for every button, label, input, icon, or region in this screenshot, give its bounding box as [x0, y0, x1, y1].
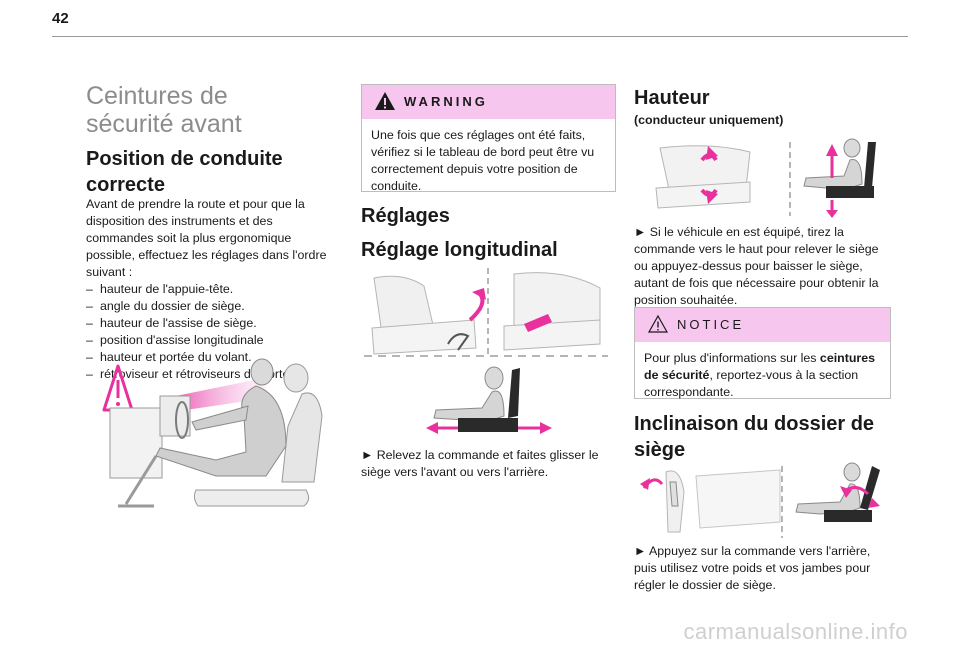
- section-heading-driving-position: Position de conduite correcte: [86, 148, 283, 196]
- site-watermark: carmanualsonline.info: [683, 619, 908, 644]
- longitudinal-caption: ► Relevez la commande et faites glisser …: [361, 448, 599, 479]
- notice-triangle-icon: [647, 314, 669, 333]
- list-item: angle du dossier de siège.: [86, 298, 336, 315]
- backrest-caption: ► Appuyez sur la commande vers l'arrière…: [634, 544, 871, 592]
- warning-triangle-icon: [375, 92, 395, 110]
- list-item: hauteur et portée du volant.: [86, 349, 336, 366]
- longitudinal-adjustment-illustration: [364, 268, 608, 434]
- warning-header: WARNING: [362, 85, 615, 119]
- height-caption: ► Si le véhicule en est équipé, tirez la…: [634, 225, 879, 307]
- warning-box: WARNING Une fois que ces réglages ont ét…: [361, 84, 616, 193]
- list-item: hauteur de l'appuie-tête.: [86, 281, 336, 298]
- height-adjustment-illustration: [655, 138, 876, 218]
- warning-label: WARNING: [404, 94, 488, 109]
- notice-box: NOTICE Pour plus d'informations sur les …: [634, 307, 891, 399]
- notice-link-seatbelts: ceintures de sécurité: [644, 351, 876, 382]
- warning-text: Une fois que ces réglages ont été faits,…: [371, 128, 595, 193]
- section-heading-backrest: Inclinaison du dossier de siège: [634, 413, 875, 461]
- list-item: hauteur de l'assise de siège.: [86, 315, 336, 332]
- backrest-adjustment-illustration: [640, 462, 880, 538]
- list-item: rétroviseur et rétroviseurs de porte.: [86, 366, 336, 383]
- driver-only-note: (conducteur uniquement): [634, 113, 784, 127]
- driving-position-text: Avant de prendre la route et pour que la…: [86, 196, 336, 383]
- page-number: 42: [52, 10, 69, 27]
- adjustment-order-list: hauteur de l'appuie-tête. angle du dossi…: [86, 281, 336, 383]
- section-heading-height: Hauteur: [634, 87, 710, 109]
- driving-position-illustration: [102, 358, 323, 508]
- section-heading-settings: Réglages: [361, 205, 450, 227]
- list-item: position d'assise longitudinale: [86, 332, 336, 349]
- header-rule: [52, 36, 908, 37]
- page-title: Ceintures de sécurité avant: [86, 82, 242, 138]
- notice-label: NOTICE: [677, 317, 745, 332]
- notice-text-pre: Pour plus d'informations sur les: [644, 351, 820, 365]
- notice-text: Pour plus d'informations sur les ceintur…: [635, 342, 890, 409]
- notice-header: NOTICE: [635, 308, 890, 342]
- driving-position-intro: Avant de prendre la route et pour que la…: [86, 197, 327, 279]
- notice-text-post: , reportez-vous à la section corresponda…: [644, 368, 859, 399]
- subsection-heading-longitudinal: Réglage longitudinal: [361, 239, 558, 261]
